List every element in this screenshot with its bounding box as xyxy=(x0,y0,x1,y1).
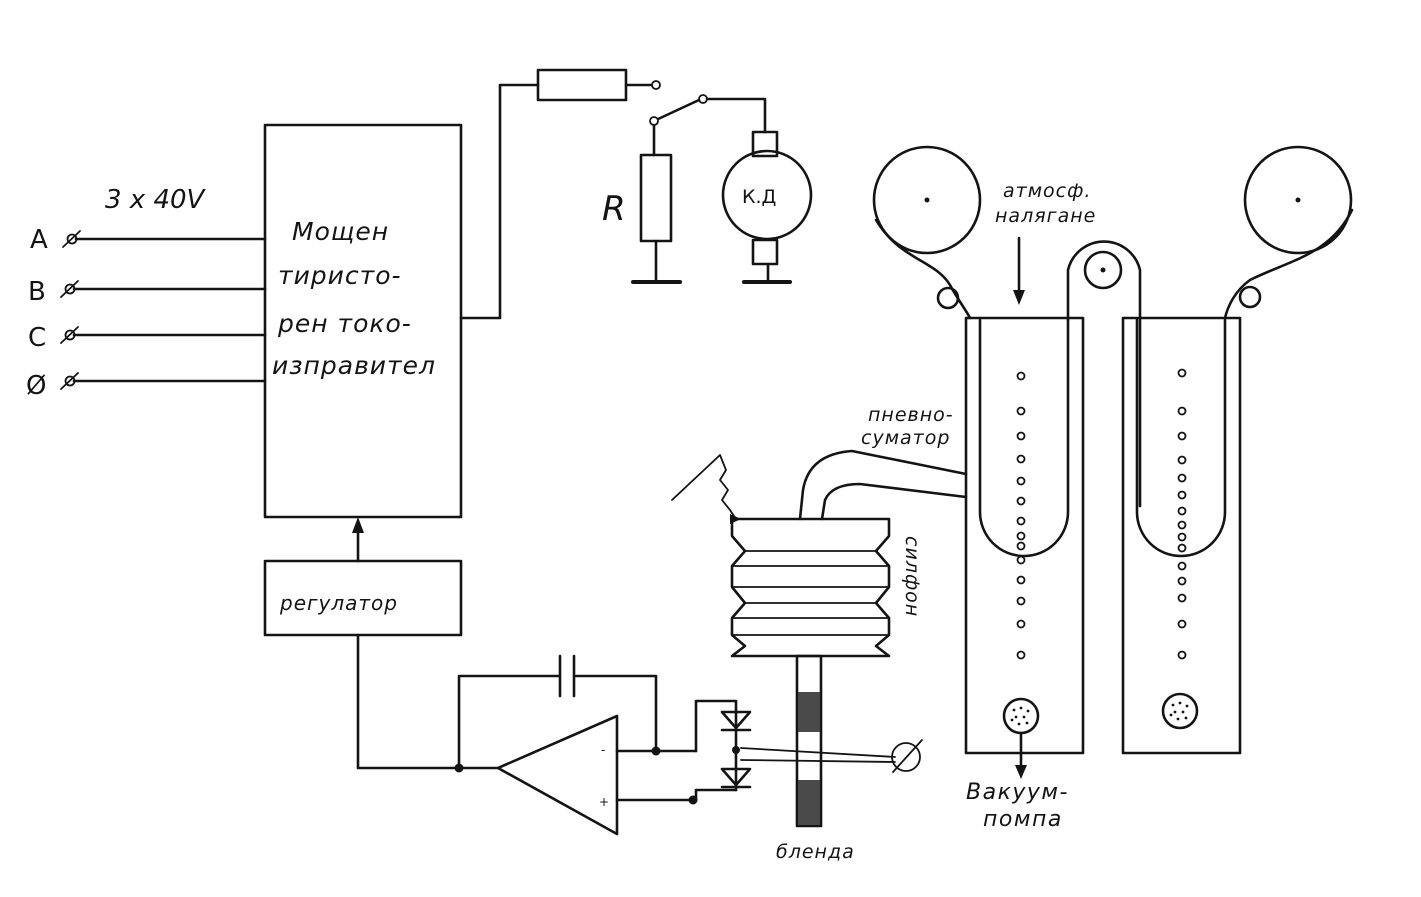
dc-motor: К.Д xyxy=(721,130,813,284)
series-resistor xyxy=(536,68,661,102)
shutter-label: бленда xyxy=(776,841,855,863)
chamber-right-holes xyxy=(1177,368,1187,660)
siphon-label: силфон xyxy=(901,536,923,617)
vacuum-label-line-1: Вакуум- xyxy=(966,780,1069,805)
motor-brush-bottom xyxy=(751,238,779,266)
terminal-c-label: C xyxy=(28,323,46,353)
shutter-rod xyxy=(795,654,823,828)
guide-roller-left xyxy=(936,286,960,310)
series-resistor-body xyxy=(536,68,628,102)
rectifier-box xyxy=(263,123,463,519)
center-loop xyxy=(1066,240,1142,508)
pneumatic-hose xyxy=(798,449,968,521)
rectifier-line-2: тиристо- xyxy=(278,261,402,290)
vacuum-chamber-right xyxy=(1121,316,1242,755)
load-resistor-body xyxy=(639,153,673,243)
vacuum-chamber-left xyxy=(964,236,1085,779)
center-roller-icon xyxy=(1083,250,1123,290)
terminal-a-label: A xyxy=(30,225,48,255)
rectifier-block: Мощен тиристо- рен токо- изправител xyxy=(263,123,463,519)
takeup-reel-icon xyxy=(1243,145,1353,255)
regulator-label: регулатор xyxy=(279,591,398,615)
photodiode-upper-icon xyxy=(720,710,752,730)
load-resistor: R xyxy=(602,123,682,284)
wire-rectifier-output xyxy=(459,83,540,320)
spring-icon xyxy=(671,454,737,520)
chamber-right-body xyxy=(1121,316,1242,755)
load-resistor-label: R xyxy=(602,189,626,229)
pneumo-label-line-1: пневно- xyxy=(868,404,954,426)
vacuum-port-left-icon xyxy=(1002,697,1040,735)
rectifier-line-3: рен токо- xyxy=(277,309,412,338)
atmos-arrow-icon xyxy=(1013,290,1025,305)
vacuum-arrow-icon xyxy=(1015,765,1027,779)
supply-section: 3 x 40V A B C Ø xyxy=(26,185,267,401)
atmos-label-line-1: атмосф. xyxy=(1003,180,1091,202)
opamp-icon xyxy=(496,714,619,836)
terminal-zero-label: Ø xyxy=(26,371,46,401)
feedback-amplifier: - + xyxy=(356,633,752,836)
chamber-left-holes xyxy=(1016,371,1026,660)
supply-voltage-label: 3 x 40V xyxy=(105,185,207,215)
atmos-label-line-2: налягане xyxy=(995,205,1096,227)
arrow-up-icon xyxy=(352,517,364,533)
vacuum-label-line-2: помпа xyxy=(983,807,1063,832)
terminal-b-label: B xyxy=(28,277,46,307)
guide-roller-right xyxy=(1238,285,1262,309)
switch-contact-top xyxy=(651,80,661,90)
film-loop-left xyxy=(978,318,1070,558)
opamp-plus: + xyxy=(599,795,609,809)
photodiode-lower-icon xyxy=(720,767,752,787)
pneumo-label-line-2: суматор xyxy=(861,427,950,449)
annotations: атмосф. налягане пневно- суматор Вакуум-… xyxy=(861,180,1096,832)
film-loop-right xyxy=(1135,318,1227,558)
motor-label: К.Д xyxy=(742,186,776,208)
rectifier-line-1: Мощен xyxy=(292,217,389,246)
supply-reel-icon xyxy=(872,145,982,255)
switch-blade xyxy=(654,98,701,122)
lamp-icon xyxy=(891,742,921,772)
rectifier-line-4: изправител xyxy=(272,351,436,380)
motor-brush-top xyxy=(751,130,779,158)
shutter: бленда xyxy=(740,654,923,863)
vacuum-port-right-icon xyxy=(1161,692,1199,730)
regulator-block: регулатор xyxy=(263,517,463,637)
chamber-left-body xyxy=(964,316,1085,755)
switch xyxy=(649,94,767,134)
bellows-body xyxy=(730,517,891,658)
shutter-hatch xyxy=(798,692,820,825)
regulator-box xyxy=(263,559,463,637)
bellows: силфон xyxy=(671,454,923,658)
film-transport xyxy=(872,145,1354,508)
opamp-minus: - xyxy=(601,743,605,757)
